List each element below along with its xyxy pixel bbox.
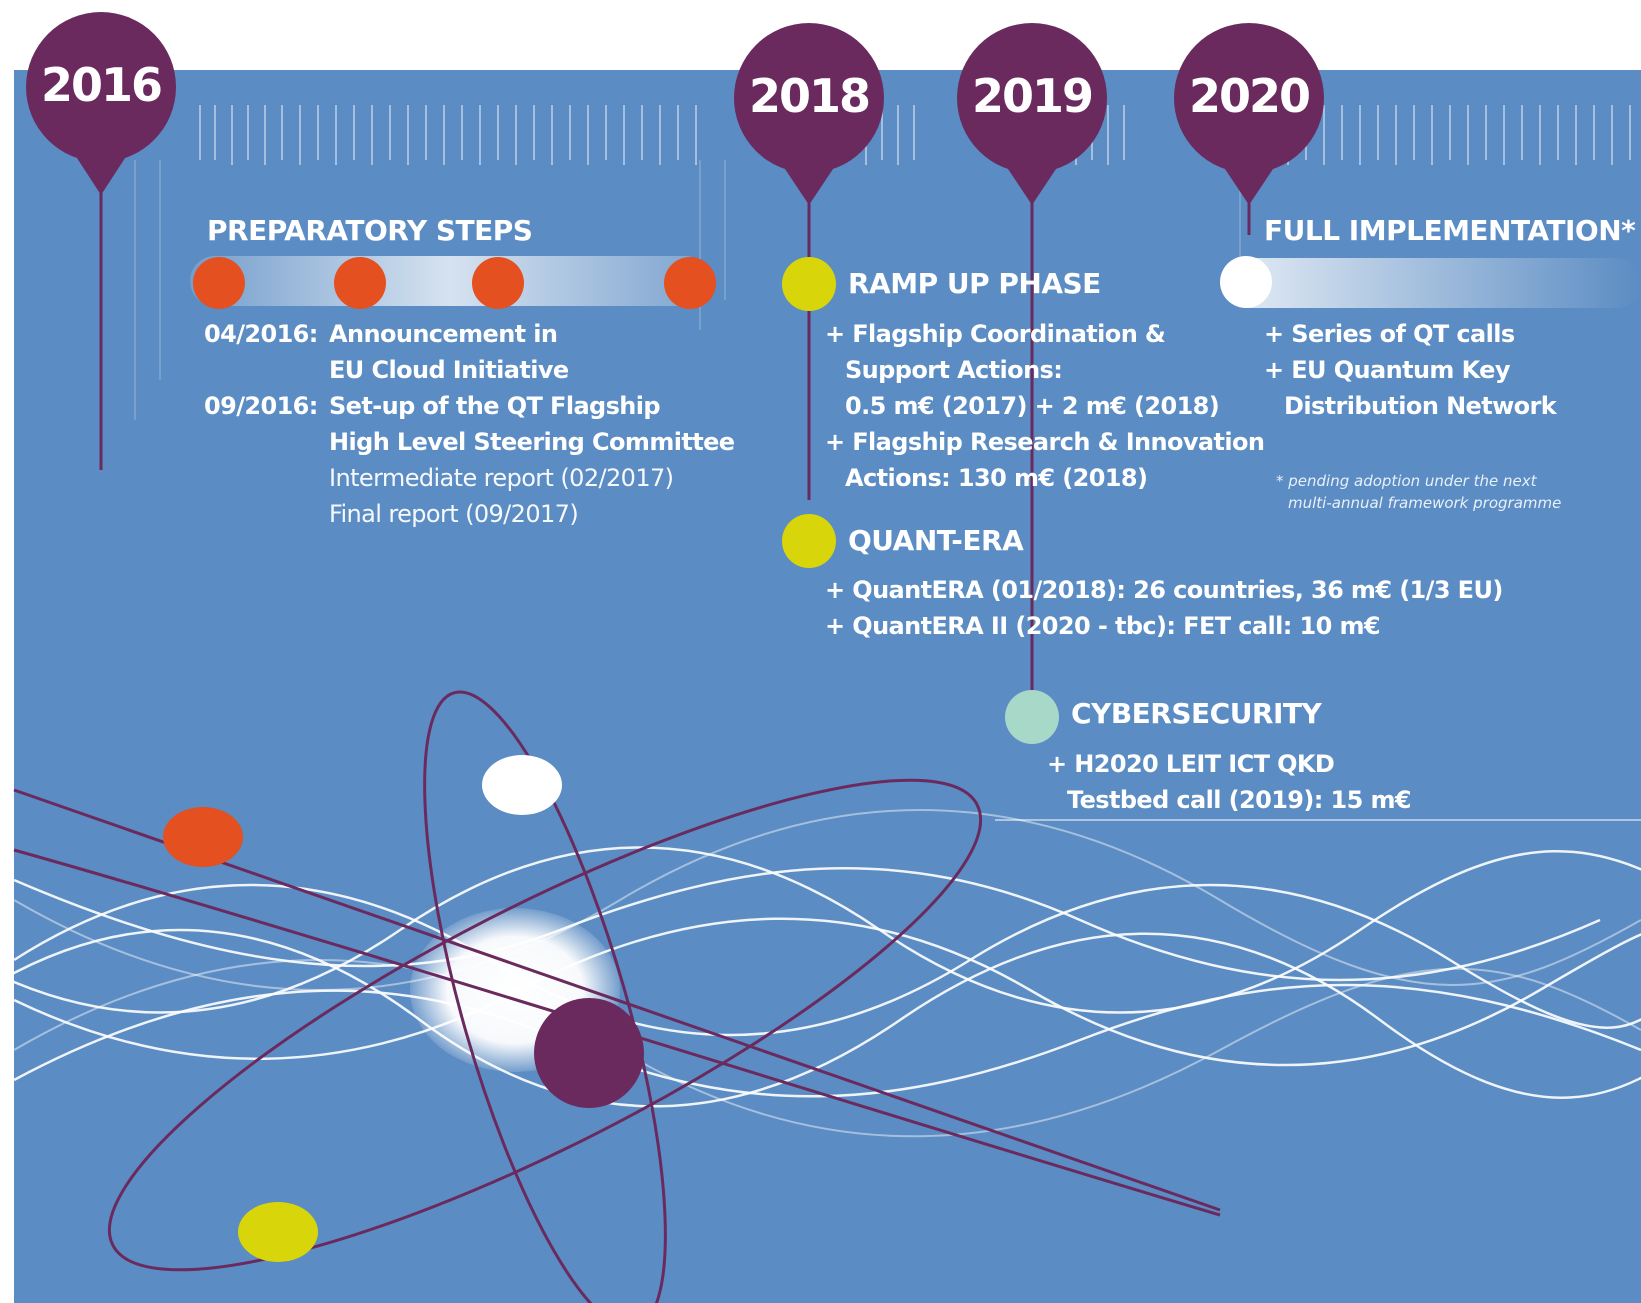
quant-era-heading: QUANT-ERA xyxy=(848,524,1024,557)
year-2016: 2016 xyxy=(40,58,163,112)
prep-report-1: Intermediate report (02/2017) xyxy=(329,464,674,492)
preparatory-bar xyxy=(190,256,710,306)
prep-date-2: 09/2016: xyxy=(204,392,318,420)
prep-date-1: 04/2016: xyxy=(204,320,318,348)
electron-yellow xyxy=(238,1202,318,1262)
waves-soft xyxy=(13,809,1641,1138)
tick-marks xyxy=(199,105,1631,165)
quant-era-line-2: + QuantERA II (2020 - tbc): FET call: 10… xyxy=(825,612,1381,640)
pin-2020 xyxy=(1174,23,1324,173)
cybersecurity-line-2: Testbed call (2019): 15 m€ xyxy=(1067,786,1412,814)
prep-entry-1-line-2: EU Cloud Initiative xyxy=(329,356,569,384)
year-2020: 2020 xyxy=(1188,69,1311,123)
prep-entry-1-line-1: Announcement in xyxy=(329,320,558,348)
ramp-up-line-1: + Flagship Coordination & xyxy=(825,320,1166,348)
year-pins xyxy=(26,12,1324,205)
full-implementation-line-2: + EU Quantum Key xyxy=(1264,356,1511,384)
prep-dot-2 xyxy=(334,257,386,309)
waves xyxy=(0,846,1641,1108)
year-2018: 2018 xyxy=(748,69,871,123)
prep-dot-3 xyxy=(472,257,524,309)
ramp-up-line-3: 0.5 m€ (2017) + 2 m€ (2018) xyxy=(845,392,1220,420)
full-implementation-line-3: Distribution Network xyxy=(1284,392,1557,420)
pin-2019 xyxy=(957,23,1107,173)
pin-2018 xyxy=(734,23,884,173)
prep-entry-2-line-2: High Level Steering Committee xyxy=(329,428,735,456)
ramp-up-heading: RAMP UP PHASE xyxy=(848,267,1101,300)
pin-2016 xyxy=(26,12,176,162)
electron-orange xyxy=(163,807,243,867)
ramp-up-line-5: Actions: 130 m€ (2018) xyxy=(845,464,1148,492)
ramp-up-line-2: Support Actions: xyxy=(845,356,1063,384)
preparatory-heading: PREPARATORY STEPS xyxy=(207,214,533,247)
full-implementation-dot xyxy=(1220,256,1272,308)
prep-dot-1 xyxy=(193,257,245,309)
ramp-up-line-4: + Flagship Research & Innovation xyxy=(825,428,1265,456)
cybersecurity-line-1: + H2020 LEIT ICT QKD xyxy=(1047,750,1335,778)
full-implementation-heading: FULL IMPLEMENTATION* xyxy=(1264,214,1636,247)
prep-entry-2-line-1: Set-up of the QT Flagship xyxy=(329,392,661,420)
footnote-line-2: multi-annual framework programme xyxy=(1288,494,1562,512)
ramp-up-dot xyxy=(782,257,836,311)
full-implementation-bar xyxy=(1222,258,1641,308)
cybersecurity-heading: CYBERSECURITY xyxy=(1071,697,1322,730)
year-2019: 2019 xyxy=(971,69,1094,123)
nucleus-core xyxy=(534,998,644,1108)
tick-fade xyxy=(134,160,1241,420)
prep-dot-4 xyxy=(664,257,716,309)
quant-era-dot xyxy=(782,514,836,568)
quant-era-line-1: + QuantERA (01/2018): 26 countries, 36 m… xyxy=(825,576,1503,604)
footnote-line-1: * pending adoption under the next xyxy=(1276,472,1537,490)
electron-white xyxy=(482,755,562,815)
cybersecurity-dot xyxy=(1005,690,1059,744)
full-implementation-line-1: + Series of QT calls xyxy=(1264,320,1515,348)
prep-report-2: Final report (09/2017) xyxy=(329,500,579,528)
